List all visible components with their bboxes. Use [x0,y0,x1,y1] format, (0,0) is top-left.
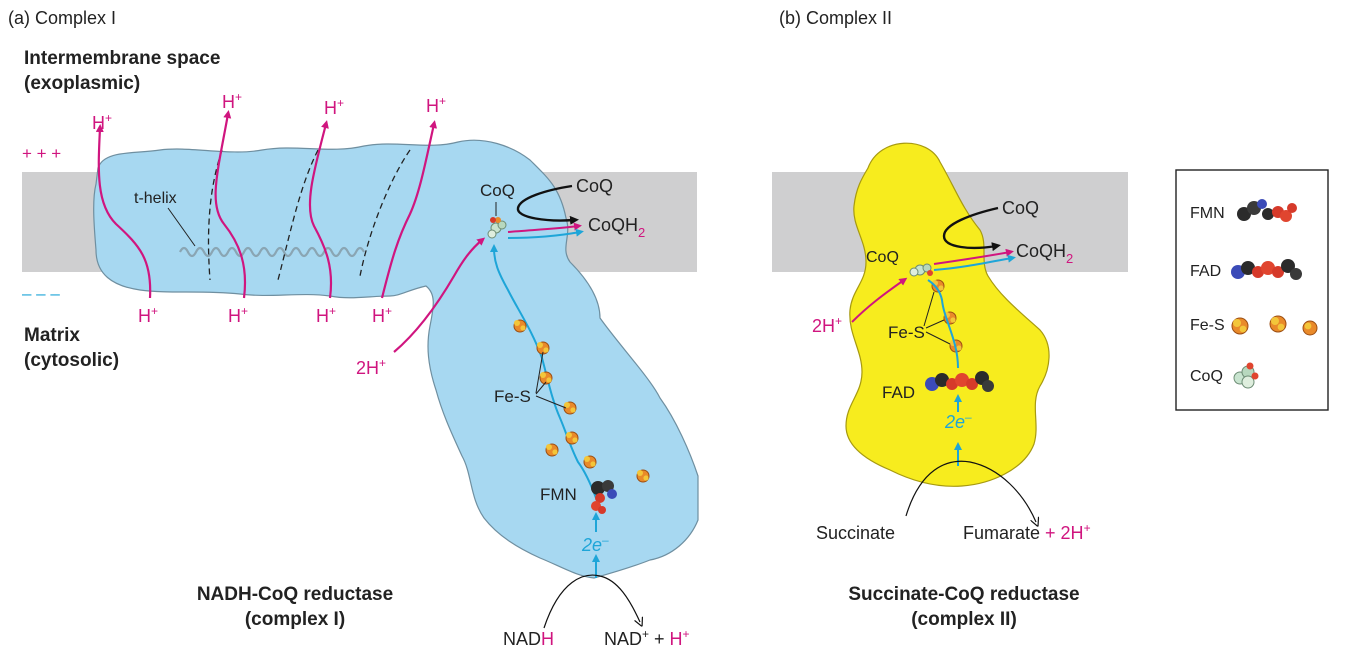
electron-path-a [490,244,597,499]
electron-path-b [927,279,959,369]
coqh2-a: CoQH2 [588,215,645,240]
h-plus-top-2: H+ [222,90,242,112]
legend-coq-label: CoQ [1190,368,1223,385]
electron-to-coqh2-a [507,228,584,239]
legend: FMN FAD Fe-S CoQ [1175,169,1329,411]
two-h-arrow-b [851,277,908,323]
fmn-cofactor [591,480,617,514]
nadh-reaction-arrow [543,574,640,629]
two-electrons-a: 2e– [581,533,609,555]
caption-a-line1: NADH-CoQ reductase [197,584,393,605]
two-electrons-b: 2e– [944,410,972,432]
succinate-label: Succinate [816,523,895,543]
caption-a-line2: (complex I) [245,609,345,630]
coqh2-b: CoQH2 [1016,241,1073,266]
coq-label-a: CoQ [480,181,515,200]
coq-conversion-arrow-b [942,206,1001,252]
region-bottom-line1: Matrix [24,325,80,346]
panel-b-label: (b) Complex II [779,8,892,28]
fes-label-a: Fe-S [494,387,531,406]
caption-b-line1: Succinate-CoQ reductase [848,584,1079,605]
proton-to-coqh2-a [507,222,582,233]
region-bottom-line2: (cytosolic) [24,350,119,371]
legend-fes-label: Fe-S [1190,317,1225,334]
coq-out-b: CoQ [1002,198,1039,218]
panel-a-label: (a) Complex I [8,8,116,28]
region-top-line2: (exoplasmic) [24,73,140,94]
nadh-label: NADH [503,629,554,649]
electron-to-coqh2-b [933,254,1016,271]
proton-to-coqh2-b [933,248,1014,265]
succinate-reaction-arrow [905,460,1036,522]
h-plus-top-1: H+ [92,111,112,133]
nad-plus-label: NAD+ + H+ [604,627,690,649]
h-plus-bottom-4: H+ [372,304,392,326]
caption-b-line2: (complex II) [911,609,1017,630]
coq-conversion-arrow-a [516,184,579,225]
t-helix-coil [179,246,365,258]
proton-labels: H+ H+ H+ H+ H+ H+ H+ H+ 2H+ [92,90,446,378]
region-top-line1: Intermembrane space [24,48,220,69]
panel-a: (a) Complex I Intermembrane space (exopl… [8,8,699,649]
t-helix-leader [167,207,196,247]
legend-fmn-label: FMN [1190,205,1225,222]
fes-leaders-a [535,351,567,409]
proton-paths [95,110,486,353]
coq-site-a [487,217,507,239]
fes-leaders-b [923,291,951,345]
legend-fmn-icon [1237,199,1297,222]
fes-clusters-a [513,319,650,483]
two-h-plus-b: 2H+ [812,314,842,336]
fad-cofactor [925,371,994,392]
t-helix-label: t-helix [134,190,177,207]
minus-charges: – – – [22,284,60,303]
coq-label-b: CoQ [866,249,899,266]
h-plus-bottom-1: H+ [138,304,158,326]
legend-coq-icon [1233,362,1259,389]
h-plus-bottom-2: H+ [228,304,248,326]
legend-fad-label: FAD [1190,263,1221,280]
panel-b: (b) Complex II CoQ Fe-S FAD [772,8,1128,630]
fes-label-b: Fe-S [888,323,925,342]
fad-label-b: FAD [882,383,915,402]
two-h-plus-a: 2H+ [356,356,386,378]
h-plus-top-4: H+ [426,94,446,116]
plus-charges: + + + [22,144,61,163]
h-plus-top-3: H+ [324,96,344,118]
legend-fes-icon [1231,315,1318,336]
coq-site-b [909,263,933,277]
legend-fad-icon [1231,259,1302,280]
coq-out-a: CoQ [576,176,613,196]
fmn-label: FMN [540,485,577,504]
fumarate-label: Fumarate + 2H+ [963,521,1091,543]
h-plus-bottom-3: H+ [316,304,336,326]
